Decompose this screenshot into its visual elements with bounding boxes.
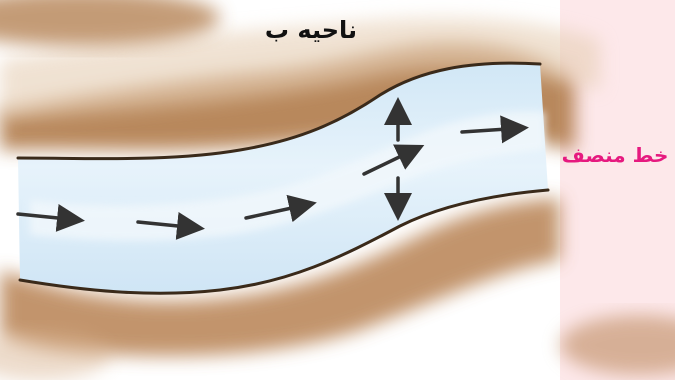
region-label: ناحیه ب [236, 18, 386, 42]
bisector-label: خط منصف [560, 145, 670, 165]
